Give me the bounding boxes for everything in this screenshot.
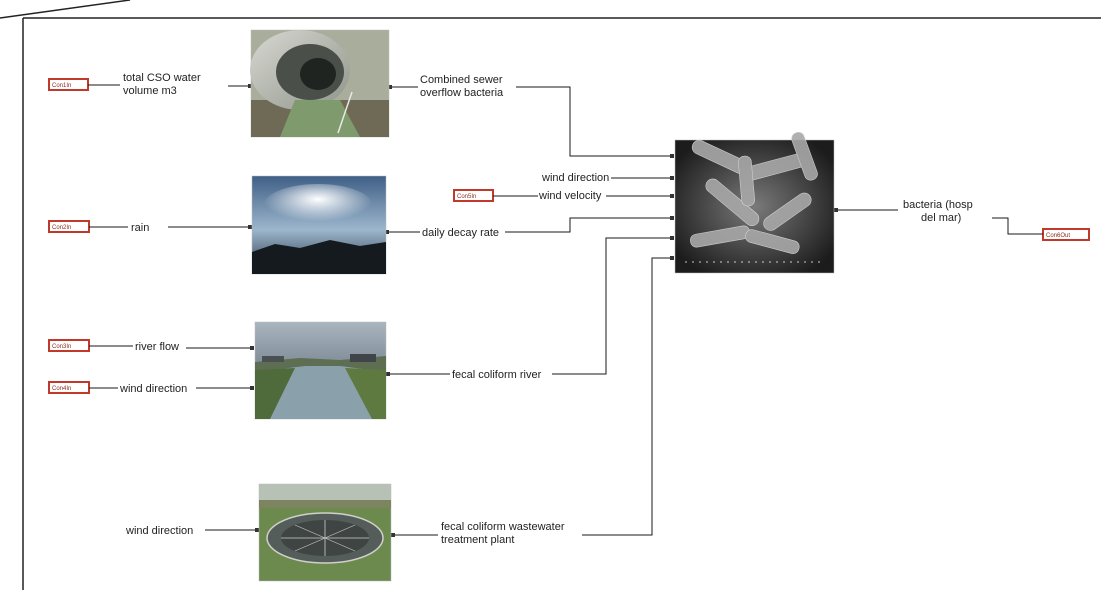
connector-con6-out[interactable]: Con6Out xyxy=(1042,228,1090,241)
wind-direction-river-label: wind direction xyxy=(119,383,187,395)
bacteria-output-label-line1: bacteria (hosp xyxy=(903,199,973,211)
cso-bacteria-label-line2: overflow bacteria xyxy=(420,87,504,99)
total-cso-label-line2: volume m3 xyxy=(123,85,177,97)
connector-con3-in[interactable]: Con3In xyxy=(48,339,90,352)
connector-con5-in[interactable]: Con5In xyxy=(453,189,494,202)
wind-velocity-label: wind velocity xyxy=(538,190,602,202)
wind-direction-center-label: wind direction xyxy=(541,172,609,184)
connector-con2-in[interactable]: Con2In xyxy=(48,220,90,233)
wind-direction-plant-label: wind direction xyxy=(125,525,193,537)
bacteria-output-label-line2: del mar) xyxy=(921,212,961,224)
river-photo xyxy=(254,321,387,420)
labels: total CSO water volume m3 Combined sewer… xyxy=(119,72,973,546)
daily-decay-rate-label: daily decay rate xyxy=(422,227,499,239)
svg-text:Con5In: Con5In xyxy=(457,194,476,200)
fecal-coliform-river-label: fecal coliform river xyxy=(452,369,542,381)
svg-text:Con4In: Con4In xyxy=(52,386,71,392)
treatment-plant-photo xyxy=(258,483,392,582)
cloudy-sky-photo xyxy=(251,175,387,275)
sewer-pipe-photo xyxy=(250,29,390,138)
fecal-wwtp-label-line1: fecal coliform wastewater xyxy=(441,521,565,533)
total-cso-label-line1: total CSO water xyxy=(123,72,201,84)
svg-text:Con2In: Con2In xyxy=(52,225,71,231)
cso-bacteria-label-line1: Combined sewer xyxy=(420,74,503,86)
bacteria-micrograph xyxy=(674,131,835,274)
svg-text:Con3In: Con3In xyxy=(52,344,71,350)
connector-con4-in[interactable]: Con4In xyxy=(48,381,90,394)
river-flow-label: river flow xyxy=(135,341,179,353)
svg-text:Con6Out: Con6Out xyxy=(1046,233,1070,239)
svg-text:Con1In: Con1In xyxy=(52,83,71,89)
fecal-wwtp-label-line2: treatment plant xyxy=(441,534,514,546)
ports xyxy=(248,84,838,537)
rain-label: rain xyxy=(131,222,149,234)
wires xyxy=(88,84,1043,536)
connector-con1-in[interactable]: Con1In xyxy=(48,78,89,91)
